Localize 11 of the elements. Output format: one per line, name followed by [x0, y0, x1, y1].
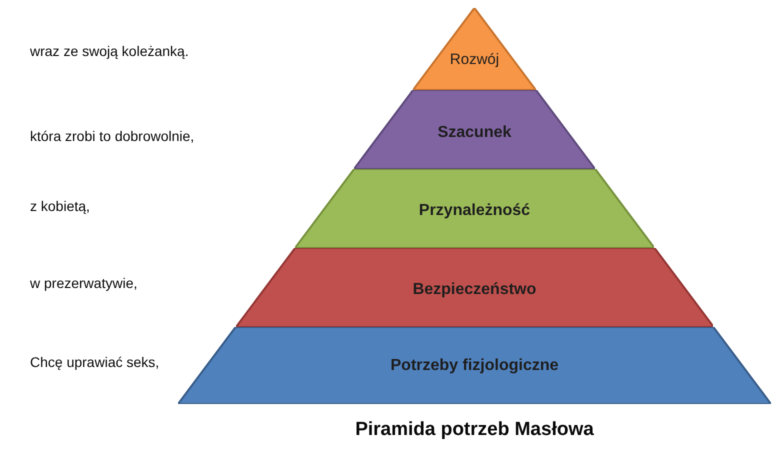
note-text: wraz ze swoją koleżanką. — [30, 44, 189, 58]
note-text: z kobietą, — [30, 199, 90, 213]
tier-label: Szacunek — [438, 125, 512, 141]
tier-label: Przynależność — [418, 203, 530, 219]
note-text: Chcę uprawiać seks, — [30, 355, 160, 369]
tier-label: Bezpieczeństwo — [412, 282, 536, 298]
caption: Piramida potrzeb Masłowa — [355, 420, 594, 439]
tier-label: Potrzeby fizjologiczne — [390, 358, 558, 374]
note-text: która zrobi to dobrowolnie, — [30, 129, 194, 143]
note-text: w prezerwatywie, — [30, 276, 138, 290]
tier-label: Rozwój — [450, 52, 500, 66]
